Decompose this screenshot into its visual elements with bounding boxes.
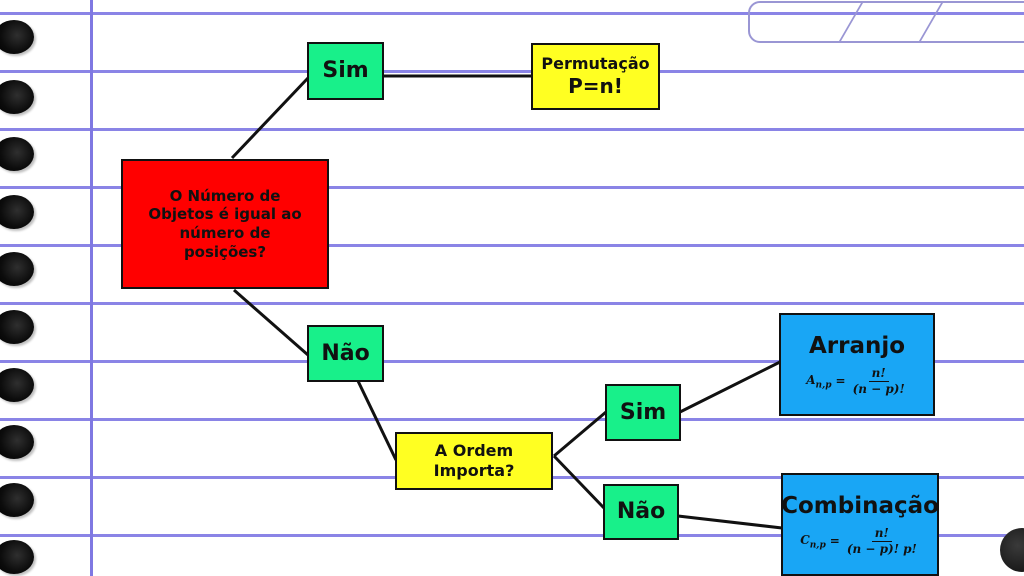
binder-ring-icon xyxy=(0,483,34,517)
connector-nao-ordem xyxy=(356,380,398,461)
order-no-label: Não xyxy=(616,499,666,525)
connector-ordem-sim xyxy=(553,410,607,458)
order-question-node: A Ordem Importa? xyxy=(395,432,553,490)
top-yes-node: Sim xyxy=(307,42,384,100)
root-question-node: O Número de Objetos é igual ao número de… xyxy=(121,159,329,289)
root-question-text: O Número de Objetos é igual ao número de… xyxy=(148,186,302,261)
order-yes-node: Sim xyxy=(605,384,681,441)
arrangement-denominator: (n − p)! xyxy=(852,381,905,396)
connector-ordem-nao xyxy=(552,454,606,510)
binder-ring-icon xyxy=(0,252,34,286)
combination-numerator: n! xyxy=(871,526,892,542)
arrangement-symbol: An,p xyxy=(806,373,831,392)
connector-root-sim xyxy=(230,76,310,160)
equals-sign: = xyxy=(829,534,840,549)
arrangement-title: Arranjo xyxy=(808,332,906,359)
arrangement-formula: An,p = n! (n − p)! xyxy=(806,366,908,397)
arrangement-node: Arranjo An,p = n! (n − p)! xyxy=(779,313,935,416)
connector-nao-combinacao xyxy=(677,514,783,530)
arrangement-numerator: n! xyxy=(868,366,889,382)
combination-denominator: (n − p)! p! xyxy=(846,541,917,556)
combination-title: Combinação xyxy=(781,492,939,519)
order-yes-label: Sim xyxy=(619,399,667,425)
connector-root-nao xyxy=(233,288,309,357)
permutation-node: Permutação P=n! xyxy=(531,43,660,110)
binder-ring-icon xyxy=(0,310,34,344)
connector-sim-arranjo xyxy=(679,360,781,414)
margin-line xyxy=(90,0,93,576)
combination-symbol: Cn,p xyxy=(800,533,826,552)
top-no-label: Não xyxy=(321,340,370,366)
binder-ring-icon xyxy=(0,425,34,459)
binder-ring-icon xyxy=(0,195,34,229)
binder-ring-icon xyxy=(0,20,34,54)
arrangement-fraction: n! (n − p)! xyxy=(850,366,908,397)
combination-formula: Cn,p = n! (n − p)! p! xyxy=(800,526,920,557)
binder-ring-icon xyxy=(0,80,34,114)
binder-ring-icon xyxy=(0,540,34,574)
arrangement-symbol-letter: A xyxy=(806,372,816,387)
combination-symbol-letter: C xyxy=(800,532,810,547)
binder-ring-icon xyxy=(0,137,34,171)
combination-symbol-subscript: n,p xyxy=(809,539,826,550)
arrangement-symbol-subscript: n,p xyxy=(815,379,832,390)
equals-sign: = xyxy=(835,374,846,389)
binder-ring-icon xyxy=(0,368,34,402)
combination-node: Combinação Cn,p = n! (n − p)! p! xyxy=(781,473,939,576)
permutation-formula: P=n! xyxy=(568,74,623,98)
notebook-title-box xyxy=(748,1,1024,43)
order-question-text: A Ordem Importa? xyxy=(433,441,515,480)
permutation-name: Permutação xyxy=(541,54,650,73)
order-no-node: Não xyxy=(603,484,679,540)
top-yes-label: Sim xyxy=(322,58,369,84)
combination-fraction: n! (n − p)! p! xyxy=(844,526,920,557)
top-no-node: Não xyxy=(307,325,384,382)
